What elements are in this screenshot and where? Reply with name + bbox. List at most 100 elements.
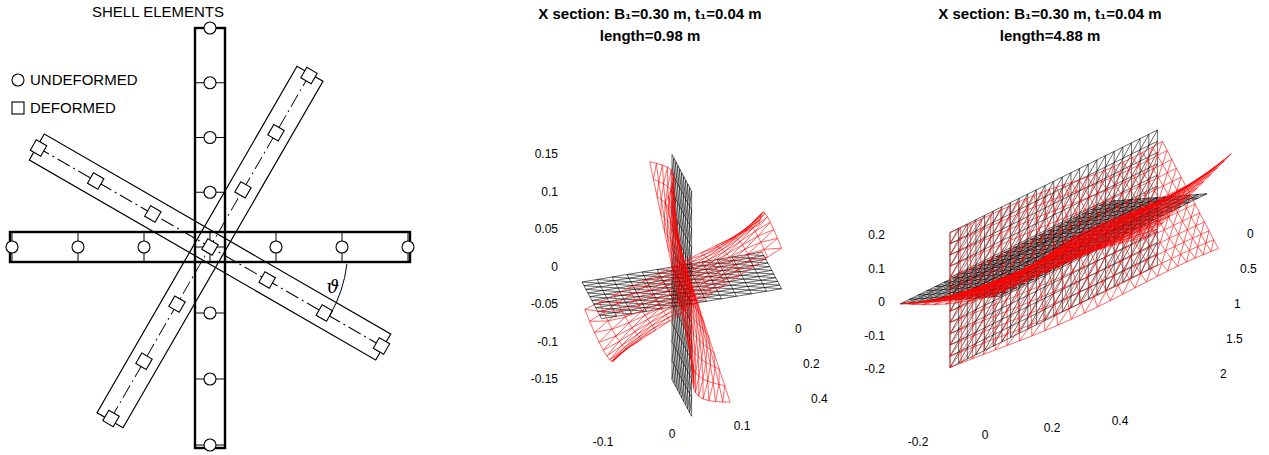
mesh-line [691,272,708,273]
mesh-line [1135,204,1153,213]
legend-label: DEFORMED [30,99,116,116]
mesh-line [1093,215,1098,229]
mesh-line [678,375,680,390]
mesh-line [652,290,669,296]
tick-label: 0.1 [541,186,558,200]
mesh-line [1089,185,1092,197]
mesh-line [1181,198,1198,203]
mesh-line [688,394,690,409]
mesh-line [1131,221,1136,235]
mesh-line [678,207,680,222]
mesh-line [761,280,778,281]
deformed-mesh [650,162,730,403]
mesh-line [699,379,703,396]
mesh-line [682,364,684,379]
mesh-line [1154,177,1158,190]
mesh-line [670,220,676,231]
mesh-line [759,212,781,248]
mesh-line [1029,275,1038,290]
mesh-line [1146,268,1151,282]
deformed-beam [29,134,390,360]
mesh-line [650,162,674,204]
mesh-line [680,342,682,357]
mesh-line [950,141,1162,232]
mesh-line [1168,259,1172,271]
mesh-line [725,242,740,252]
deformed-mesh [950,141,1218,367]
mesh-line [759,277,776,278]
mesh-line [950,213,1200,323]
mesh-line [950,195,1190,300]
mesh-line [1103,211,1108,224]
mesh-line [688,244,690,259]
mesh-line [1055,197,1060,210]
mesh-line [1111,230,1117,244]
mesh-line [682,267,684,281]
mesh-line [950,231,1209,345]
mesh-line [958,188,1197,299]
mesh-line [655,294,672,300]
mesh-line [1006,284,1016,300]
mesh-line [684,349,686,364]
mesh-line [1157,130,1158,265]
mesh-line [1062,262,1070,277]
mesh-line [1106,151,1115,167]
mesh-line [1209,161,1224,173]
mesh-line [709,383,713,401]
mesh-line [1004,263,1013,278]
tick-label: -0.1 [593,436,614,450]
mesh-line [710,350,711,365]
mesh-line [1162,141,1218,248]
deformed-beams [0,0,483,455]
mesh-line [680,210,682,225]
mesh-line [1054,231,1061,245]
mesh-line [984,293,994,309]
mesh-line [618,300,636,303]
mesh-line [950,249,1218,368]
tick-label: -0.2 [864,363,885,377]
mesh-line [1127,190,1131,203]
tick-label: -0.1 [864,330,885,344]
mesh-line [981,215,991,231]
mesh-line [682,214,684,229]
mesh-line [1002,203,1011,219]
mesh-line [1141,195,1145,208]
mesh-line [1156,243,1160,256]
mesh-line [1181,242,1184,254]
mesh-line [1027,195,1034,210]
mesh-line [684,218,686,233]
mesh-line [1110,285,1118,300]
mesh-line [671,189,715,401]
mesh-line [1173,212,1177,225]
mesh-line [674,271,676,285]
mesh-line [1206,231,1209,243]
mesh-line [745,242,761,249]
mesh-line [1079,277,1087,292]
mesh-line [1163,173,1167,186]
mesh-line [613,349,627,361]
mesh-line [1157,141,1162,155]
mesh-line [1135,274,1141,288]
mesh-line [950,177,1181,277]
mesh-line [1068,182,1071,194]
mesh-line [698,303,701,316]
mesh-line [1149,130,1158,146]
tick-label: 0.1 [734,420,751,434]
mesh-line [1071,303,1082,320]
mesh-line [765,288,782,289]
mesh-line [1201,166,1216,178]
mesh-line [1125,257,1131,271]
mesh-line [1135,252,1140,265]
tick-label: 0.15 [535,148,558,162]
mesh-line [689,257,706,263]
mesh-line [657,271,674,275]
mesh-line [972,287,982,303]
mesh-line [648,311,664,319]
mesh-line [1026,198,1044,330]
mesh-line [1076,200,1081,213]
mesh-line [1096,174,1158,276]
deformed-node [259,272,275,288]
mesh-line [1061,204,1152,264]
mesh-line [599,213,762,342]
mesh-line [1087,262,1094,277]
